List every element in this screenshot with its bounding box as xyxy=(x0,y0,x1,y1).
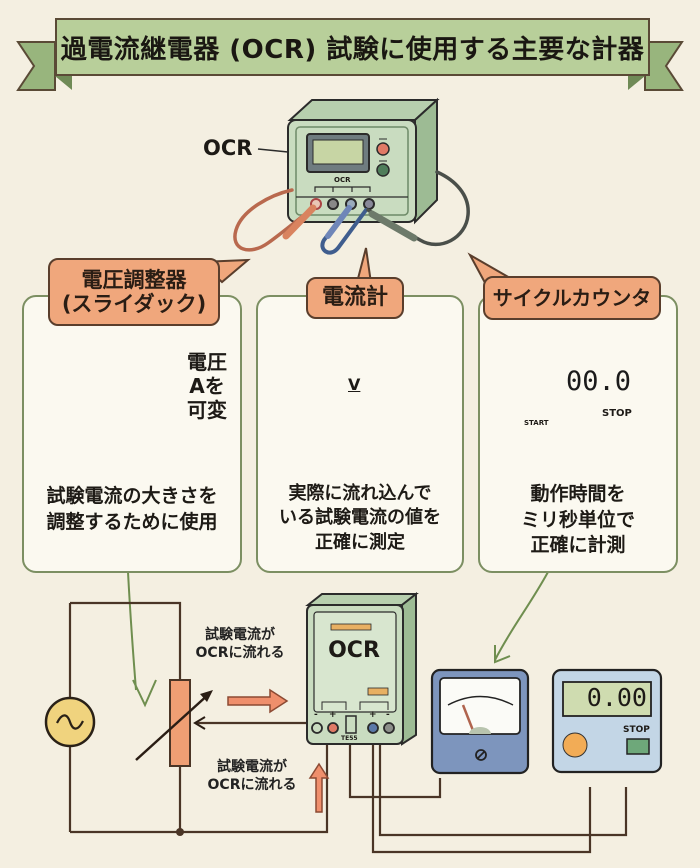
connector-slidac xyxy=(127,571,137,691)
terminal-plus-right: + xyxy=(369,710,377,720)
banner-right-tail xyxy=(644,41,684,91)
flow-label-top-line1: 試験電流が xyxy=(205,627,275,643)
top-ocr-device xyxy=(257,97,440,225)
desc-ammeter: 実際に流れ込んで いる試験電流の値を 正確に測定 xyxy=(262,482,458,555)
terminal-minus-right: - xyxy=(386,710,390,720)
tag-slidac: 電圧調整器 (スライダック) xyxy=(48,258,220,326)
variable-arrow xyxy=(135,692,211,761)
desc-slidac: 試験電流の大きさを 調整するために使用 xyxy=(28,484,236,535)
ocr-switch-label: TE55 xyxy=(341,735,358,742)
knob-label: 電圧 Aを 可変 xyxy=(184,350,230,422)
flow-label-top-line2: OCRに流れる xyxy=(195,645,285,662)
desc-counter-line2: ミリ秒単位で xyxy=(520,508,635,531)
tag-cycle-counter-label: サイクルカウンタ xyxy=(492,285,652,310)
banner-fold-left xyxy=(55,76,72,90)
knob-label-line1: 電圧 xyxy=(187,350,227,374)
ocr-panel-label: OCR xyxy=(334,176,351,184)
flow-arrow-up xyxy=(308,762,330,813)
terminal-plus-left: + xyxy=(329,710,337,720)
flow-arrow-right xyxy=(227,688,289,714)
ocr-box-label: OCR xyxy=(328,638,380,663)
junction-dot xyxy=(176,828,184,836)
tag-ammeter-label: 電流計 xyxy=(321,285,388,311)
ocr-relay-box xyxy=(305,591,419,746)
panel-slidac xyxy=(22,295,242,573)
page-title: 過電流継電器 (OCR) 試験に使用する主要な計器 xyxy=(60,34,645,65)
knob-label-line3: 可変 xyxy=(187,398,227,422)
bottom-counter-display: 0.00 xyxy=(586,683,647,712)
panel-ammeter xyxy=(256,295,464,573)
ac-source-icon xyxy=(56,714,84,730)
tag-slidac-line2: (スライダック) xyxy=(61,292,207,316)
tag-slidac-line1: 電圧調整器 xyxy=(81,267,187,292)
desc-cycle-counter: 動作時間を ミリ秒単位で 正確に計測 xyxy=(484,482,672,559)
desc-slidac-line2: 調整するために使用 xyxy=(46,510,218,533)
banner-left-tail xyxy=(16,41,56,91)
meter-unit-label: V xyxy=(348,375,361,394)
flow-label-top: 試験電流が OCRに流れる xyxy=(190,626,290,662)
title-banner: 過電流継電器 (OCR) 試験に使用する主要な計器 xyxy=(55,18,650,76)
stop-label: STOP xyxy=(602,408,632,419)
desc-ammeter-line3: 正確に測定 xyxy=(315,531,405,553)
stop-button[interactable] xyxy=(610,422,626,436)
circuit-wiring xyxy=(68,601,628,854)
variable-resistor xyxy=(169,679,191,767)
counter-display: 00.0 xyxy=(566,366,632,397)
desc-counter-line1: 動作時間を xyxy=(530,483,626,505)
desc-counter-line3: 正確に計測 xyxy=(530,534,626,557)
bottom-stop-label: STOP xyxy=(623,725,650,735)
flow-label-bottom-line2: OCRに流れる xyxy=(207,777,297,794)
start-button[interactable]: START xyxy=(524,419,549,427)
connector-counter xyxy=(494,571,549,661)
desc-ammeter-line2: いる試験電流の値を xyxy=(279,507,441,529)
bottom-cycle-counter xyxy=(551,668,663,774)
flow-label-bottom-line1: 試験電流が xyxy=(217,759,287,775)
banner-fold-right xyxy=(628,76,645,90)
desc-ammeter-line1: 実際に流れ込んで xyxy=(288,483,432,504)
tag-ammeter: 電流計 xyxy=(306,277,404,319)
test-leads xyxy=(233,170,470,255)
tag-cycle-counter: サイクルカウンタ xyxy=(483,276,661,320)
desc-slidac-line1: 試験電流の大きさを xyxy=(46,485,218,507)
bottom-ammeter xyxy=(430,668,530,775)
flow-label-bottom: 試験電流が OCRに流れる xyxy=(200,758,304,794)
panel-cycle-counter xyxy=(478,295,678,573)
knob-label-line2: Aを xyxy=(189,374,225,398)
ocr-callout-label: OCR xyxy=(203,136,253,160)
terminal-minus-left: - xyxy=(314,710,318,720)
